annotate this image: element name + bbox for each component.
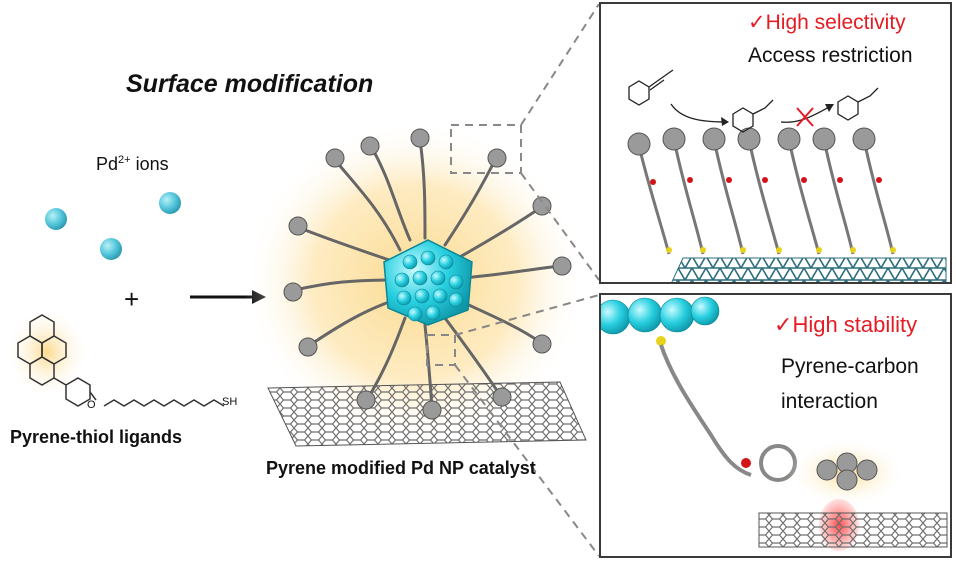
pd-ion-group	[45, 192, 181, 260]
pd-ion	[100, 238, 122, 260]
pd-ions-label: Pd2+ ions	[96, 154, 169, 175]
selectivity-heading: ✓High selectivity	[748, 10, 906, 35]
stability-panel	[599, 293, 952, 558]
plus-sign: +	[124, 284, 140, 314]
pyrene-thiol-ligand-structure	[5, 306, 225, 407]
pd-nanoparticle	[383, 239, 473, 326]
check-icon: ✓	[774, 312, 793, 337]
pd-element-text: Pd	[96, 154, 119, 174]
ligand-thiol-label: SH	[222, 396, 238, 408]
pd-charge-text: 2+	[118, 154, 131, 166]
selectivity-panel	[599, 2, 952, 284]
stability-description-line1: Pyrene-carbon	[781, 355, 919, 378]
selectivity-description: Access restriction	[748, 44, 913, 67]
figure-title: Surface modification	[126, 70, 374, 98]
stability-heading-text: High stability	[792, 312, 918, 337]
ligand-oxygen-label: O	[87, 399, 96, 411]
stability-description-line2: interaction	[781, 390, 878, 413]
ligand-pyrene-heads	[283, 128, 572, 420]
pd-ion	[45, 208, 67, 230]
ligand-shell	[293, 138, 562, 410]
pd-ions-suffix-text: ions	[130, 154, 169, 174]
selectivity-panel-graphics	[627, 69, 947, 282]
pd-ion	[159, 192, 181, 214]
ligand-caption: Pyrene-thiol ligands	[10, 427, 183, 447]
stability-heading: ✓High stability	[774, 312, 917, 338]
check-icon: ✓	[748, 11, 766, 34]
zoom-guides	[426, 3, 600, 557]
catalyst-caption: Pyrene modified Pd NP catalyst	[266, 458, 536, 478]
selectivity-heading-text: High selectivity	[765, 11, 906, 34]
stability-panel-graphics	[601, 296, 948, 551]
